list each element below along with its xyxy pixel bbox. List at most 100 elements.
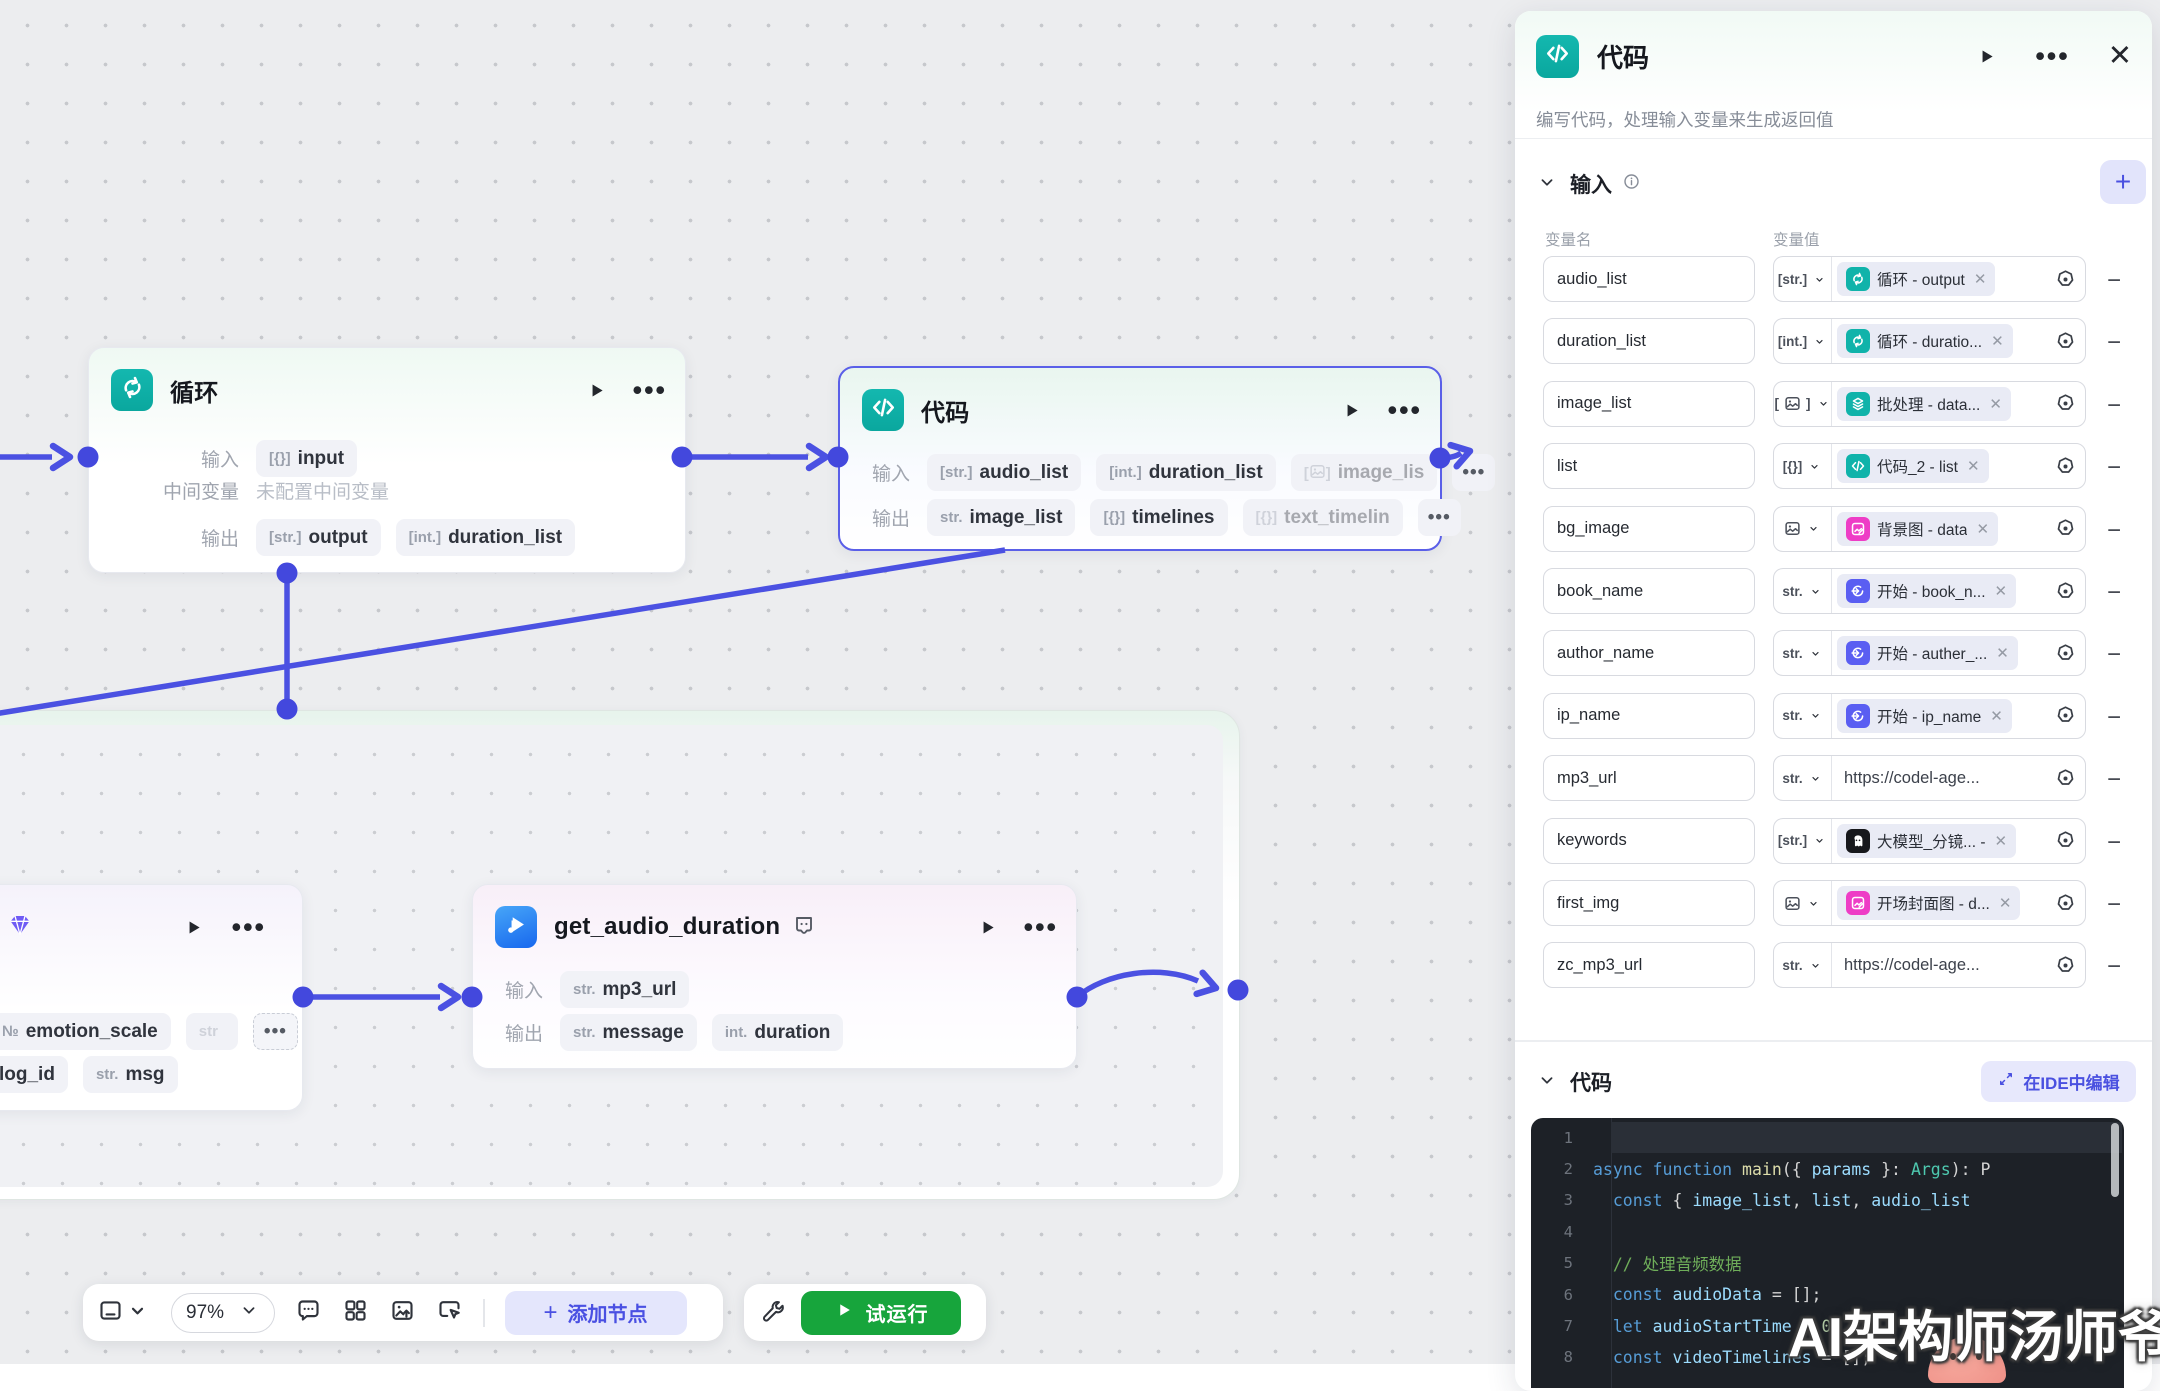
param-chip[interactable]: [{}]timelines: [1090, 499, 1227, 536]
remove-reference-icon[interactable]: ✕: [1996, 644, 2009, 662]
reference-value-tag[interactable]: 开始 - ip_name ✕: [1837, 699, 2012, 733]
reference-settings-icon[interactable]: [2054, 767, 2077, 790]
reference-settings-icon[interactable]: [2054, 268, 2077, 291]
param-chip[interactable]: []image_lis: [1291, 454, 1438, 491]
reference-value-tag[interactable]: 批处理 - data... ✕: [1837, 387, 2011, 421]
param-chip[interactable]: str: [186, 1013, 238, 1050]
reference-settings-icon[interactable]: [2054, 580, 2077, 603]
remove-reference-icon[interactable]: ✕: [1995, 832, 2008, 850]
literal-value[interactable]: https://codel-age...: [1844, 769, 1980, 788]
remove-reference-icon[interactable]: ✕: [1990, 707, 2003, 725]
reference-value-tag[interactable]: 开场封面图 - d... ✕: [1837, 886, 2020, 920]
type-select[interactable]: [1774, 507, 1832, 551]
variable-name-input[interactable]: author_name: [1543, 630, 1755, 676]
editor-scrollbar[interactable]: [2111, 1123, 2119, 1197]
more-chip[interactable]: •••: [1418, 499, 1461, 536]
remove-row-button[interactable]: −: [2107, 579, 2121, 607]
node-more-button[interactable]: •••: [232, 917, 266, 937]
reference-settings-icon[interactable]: [2054, 954, 2077, 977]
type-select[interactable]: str.: [1774, 631, 1832, 675]
close-icon[interactable]: ✕: [2108, 46, 2132, 66]
image-upload-icon[interactable]: [389, 1297, 416, 1329]
input-section-header[interactable]: 输入: [1536, 169, 1641, 199]
remove-row-button[interactable]: −: [2107, 517, 2121, 545]
get-audio-duration-node[interactable]: get_audio_duration ••• 输入 str.mp3_url 输出…: [472, 884, 1077, 1069]
run-node-button[interactable]: [1976, 46, 1997, 67]
literal-value[interactable]: https://codel-age...: [1844, 956, 1980, 975]
reference-settings-icon[interactable]: [2054, 642, 2077, 665]
type-select[interactable]: str.: [1774, 943, 1832, 987]
param-chip[interactable]: [{}]text_timelin: [1243, 499, 1403, 536]
screen-pointer-icon[interactable]: [436, 1297, 463, 1329]
comment-icon[interactable]: [295, 1297, 322, 1329]
reference-settings-icon[interactable]: [2054, 330, 2077, 353]
node-more-button[interactable]: •••: [633, 380, 667, 400]
variable-name-input[interactable]: ip_name: [1543, 693, 1755, 739]
variable-value-box[interactable]: [str.] 大模型_分镜... - ✕: [1773, 818, 2086, 864]
variable-value-box[interactable]: 开场封面图 - d... ✕: [1773, 880, 2086, 926]
remove-row-button[interactable]: −: [2107, 267, 2121, 295]
remove-reference-icon[interactable]: ✕: [1991, 332, 2004, 350]
run-node-button[interactable]: [1341, 400, 1362, 421]
type-select[interactable]: [{}]: [1774, 444, 1832, 488]
variable-name-input[interactable]: mp3_url: [1543, 755, 1755, 801]
wrench-icon[interactable]: [758, 1297, 785, 1329]
variable-value-box[interactable]: [] 批处理 - data... ✕: [1773, 381, 2086, 427]
type-select[interactable]: [str.]: [1774, 257, 1832, 301]
param-chip[interactable]: str.image_list: [927, 499, 1075, 536]
remove-row-button[interactable]: −: [2107, 704, 2121, 732]
reference-settings-icon[interactable]: [2054, 892, 2077, 915]
edit-in-ide-button[interactable]: 在IDE中编辑: [1981, 1061, 2136, 1102]
reference-settings-icon[interactable]: [2054, 392, 2077, 415]
reference-value-tag[interactable]: 开始 - auther_... ✕: [1837, 636, 2018, 670]
type-select[interactable]: str.: [1774, 756, 1832, 800]
remove-reference-icon[interactable]: ✕: [1976, 520, 1989, 538]
code-node[interactable]: 代码 ••• 输入 [str.]audio_list[int.]duration…: [838, 366, 1442, 551]
remove-reference-icon[interactable]: ✕: [1974, 270, 1987, 288]
remove-row-button[interactable]: −: [2107, 766, 2121, 794]
remove-reference-icon[interactable]: ✕: [1989, 395, 2002, 413]
variable-name-input[interactable]: audio_list: [1543, 256, 1755, 302]
param-chip[interactable]: [{}]input: [256, 440, 357, 477]
reference-settings-icon[interactable]: [2054, 829, 2077, 852]
param-chip[interactable]: int.duration: [712, 1014, 844, 1051]
remove-row-button[interactable]: −: [2107, 641, 2121, 669]
remove-reference-icon[interactable]: ✕: [1967, 457, 1980, 475]
node-more-button[interactable]: •••: [1024, 917, 1058, 937]
test-run-button[interactable]: 试运行: [801, 1291, 961, 1335]
minimap-icon[interactable]: [97, 1297, 151, 1329]
param-chip[interactable]: [int.]duration_list: [1096, 454, 1276, 491]
type-select[interactable]: []: [1774, 382, 1832, 426]
grid-icon[interactable]: [342, 1297, 369, 1329]
remove-row-button[interactable]: −: [2107, 891, 2121, 919]
run-node-button[interactable]: [586, 380, 607, 401]
variable-name-input[interactable]: zc_mp3_url: [1543, 942, 1755, 988]
add-input-button[interactable]: +: [2100, 160, 2146, 204]
remove-row-button[interactable]: −: [2107, 454, 2121, 482]
variable-name-input[interactable]: bg_image: [1543, 506, 1755, 552]
reference-value-tag[interactable]: 大模型_分镜... - ✕: [1837, 824, 2016, 858]
type-select[interactable]: str.: [1774, 569, 1832, 613]
remove-reference-icon[interactable]: ✕: [1995, 582, 2008, 600]
variable-value-box[interactable]: str. 开始 - auther_... ✕: [1773, 630, 2086, 676]
variable-value-box[interactable]: str. https://codel-age...: [1773, 942, 2086, 988]
variable-name-input[interactable]: book_name: [1543, 568, 1755, 614]
param-chip[interactable]: str.message: [560, 1014, 697, 1051]
variable-value-box[interactable]: [int.] 循环 - duratio... ✕: [1773, 318, 2086, 364]
variable-value-box[interactable]: [{}] 代码_2 - list ✕: [1773, 443, 2086, 489]
code-section-header[interactable]: 代码: [1536, 1067, 1612, 1097]
type-select[interactable]: str.: [1774, 694, 1832, 738]
type-select[interactable]: [str.]: [1774, 819, 1832, 863]
param-chip[interactable]: str.mp3_url: [560, 971, 689, 1008]
type-select[interactable]: [int.]: [1774, 319, 1832, 363]
variable-value-box[interactable]: str. https://codel-age...: [1773, 755, 2086, 801]
variable-name-input[interactable]: image_list: [1543, 381, 1755, 427]
zoom-select[interactable]: 97%: [171, 1293, 275, 1333]
more-chip[interactable]: •••: [253, 1013, 298, 1050]
variable-name-input[interactable]: duration_list: [1543, 318, 1755, 364]
variable-value-box[interactable]: str. 开始 - ip_name ✕: [1773, 693, 2086, 739]
node-more-button[interactable]: •••: [1388, 400, 1422, 420]
reference-settings-icon[interactable]: [2054, 704, 2077, 727]
